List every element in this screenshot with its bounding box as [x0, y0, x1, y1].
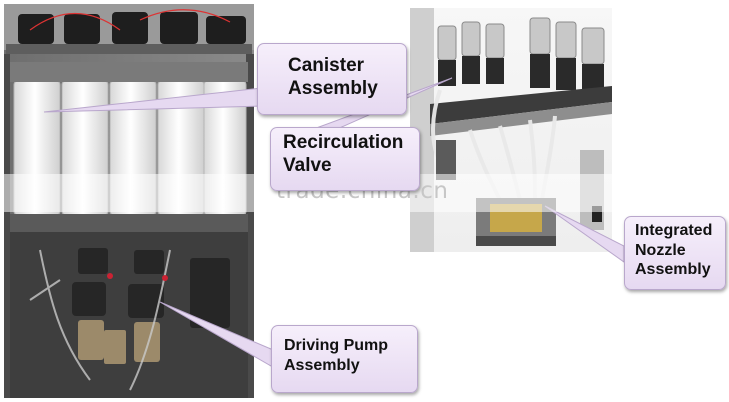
recirculation-valve-callout: Recirculation Valve [270, 127, 420, 191]
callout-line: Driving Pump [284, 337, 389, 354]
callout-line: Recirculation [283, 132, 404, 153]
integrated-nozzle-assembly-callout: Integrated Nozzle Assembly [624, 216, 726, 290]
driving-pump-assembly-callout: Driving Pump Assembly [271, 325, 418, 393]
valve-manifold-photo [410, 8, 612, 252]
callout-line: Valve [283, 155, 332, 177]
callout-line: Assembly [288, 78, 378, 100]
callout-line: Assembly [635, 261, 711, 279]
canister-assembly-callout: Canister Assembly [257, 43, 407, 115]
callout-line: Assembly [284, 356, 360, 374]
callout-line: Nozzle [635, 241, 686, 259]
callout-line: Integrated [635, 222, 713, 239]
callout-line: Canister [288, 55, 365, 76]
